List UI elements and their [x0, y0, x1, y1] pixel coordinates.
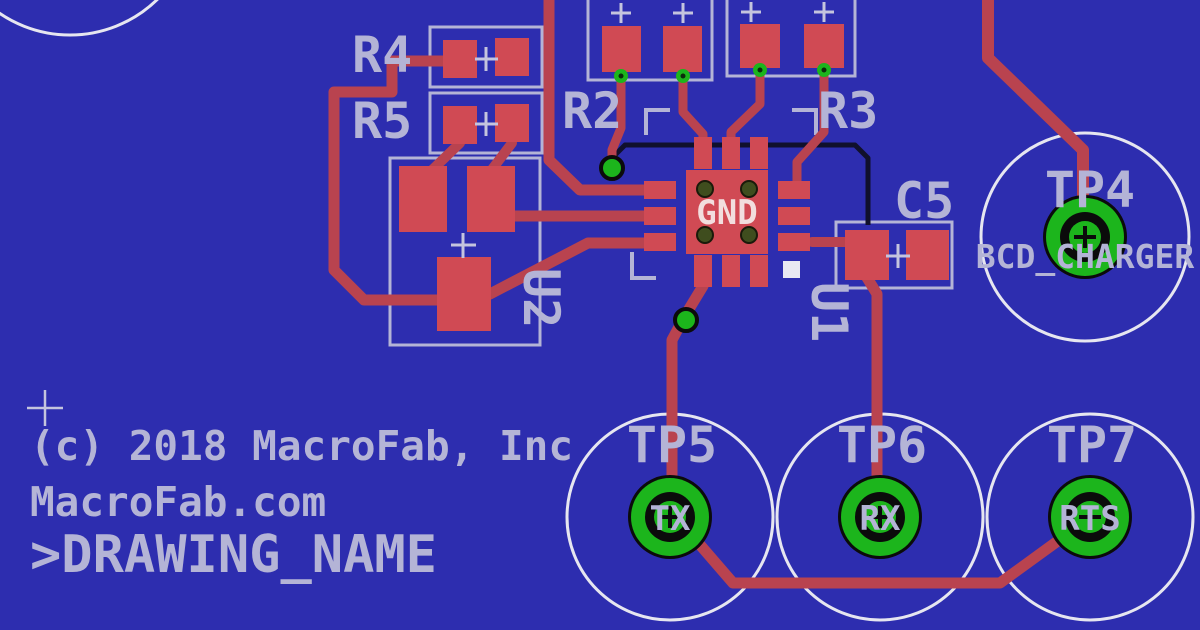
thermal-via	[696, 226, 714, 244]
testpoint-pads	[628, 195, 1132, 559]
vias	[599, 63, 831, 333]
copyright-text: (c) 2018 MacroFab, Inc	[30, 422, 573, 470]
trace-r3-u1-right	[792, 65, 829, 195]
tp-pad-cross	[1079, 506, 1101, 528]
r2-pad-cross1	[611, 3, 631, 23]
r4-pad1	[443, 40, 477, 78]
label-r4: R4	[352, 26, 412, 84]
thermal-via	[740, 180, 758, 198]
r3-pad-cross1	[741, 2, 761, 22]
drawing-name-text: >DRAWING_NAME	[30, 525, 437, 585]
u1-pad-bottom2	[722, 255, 740, 287]
u1-pad-right3	[778, 233, 810, 251]
r2-pad-cross2	[673, 3, 693, 23]
r2-pad1	[602, 26, 641, 72]
website-text: MacroFab.com	[30, 478, 326, 526]
label-r5: R5	[352, 92, 412, 150]
label-r3: R3	[818, 82, 878, 140]
origin-crosshair	[27, 390, 63, 426]
trace-top-tp4	[982, 0, 1089, 241]
c5-pad2	[906, 230, 949, 280]
r3-footprint-outline	[725, 0, 857, 78]
label-gnd: GND	[696, 193, 757, 233]
u1-pad-left1	[644, 181, 676, 199]
thermal-via	[696, 180, 714, 198]
u2-center-cross	[451, 233, 476, 258]
u1-pad-bottom3	[750, 255, 768, 287]
silk-cross-marks	[27, 2, 910, 426]
tp5-pad	[628, 475, 712, 559]
c5-outline	[834, 220, 954, 290]
u1-corner-mark-right	[792, 108, 818, 135]
drill-hole	[618, 73, 624, 79]
net-label-tx: TX	[650, 499, 691, 539]
u2-outline	[388, 156, 542, 347]
tp-pad-cross	[869, 506, 891, 528]
drill-hole	[680, 73, 686, 79]
r4-center-cross	[475, 47, 498, 71]
c5-center-cross	[886, 244, 910, 268]
label-tp7: TP7	[1047, 416, 1137, 474]
net-label-bcd-charger: BCD_CHARGER	[976, 237, 1195, 276]
label-u2: U2	[512, 268, 570, 328]
u2-pad2	[467, 166, 515, 232]
net-label-rx: RX	[860, 499, 901, 539]
u2-pad1	[399, 166, 447, 232]
u1-corner-mark-bottom	[630, 252, 656, 280]
r5-outline	[428, 91, 544, 155]
trace-bottom-tp7	[676, 513, 1094, 589]
drill-hole	[821, 67, 827, 73]
trace-u2-u1-left3	[484, 237, 652, 300]
u1-pad-right2	[778, 207, 810, 225]
net-label-rts: RTS	[1059, 499, 1120, 539]
tp4-pad	[1043, 195, 1127, 279]
tp7-circle	[985, 412, 1195, 622]
trace-r4-u2	[328, 55, 466, 306]
r2-pad2	[663, 26, 702, 72]
tp-pad-cross	[659, 506, 681, 528]
thermal-via	[740, 226, 758, 244]
tp4-circle	[979, 131, 1191, 343]
r5-pad2	[495, 104, 529, 142]
u1-pad-left3	[644, 233, 676, 251]
drill-hole	[757, 67, 763, 73]
u1-pad-bottom1	[694, 255, 712, 287]
u1-pad-top3	[750, 137, 768, 169]
r3-pad1	[740, 24, 780, 68]
silkscreen-labels: R4 R5 R2 R3 C5 U1 U2 GND TP4 TP5 TP6 TP7…	[30, 26, 1194, 585]
r3-pad2	[804, 24, 844, 68]
label-tp5: TP5	[627, 416, 717, 474]
via-green-left	[599, 155, 625, 181]
trace-c5-tp6	[860, 270, 883, 523]
r5-pad1	[443, 106, 477, 144]
label-u1: U1	[800, 282, 858, 342]
r4-pad2	[495, 38, 529, 76]
r3-pad-cross2	[814, 2, 834, 22]
u1-thermal-vias	[696, 180, 758, 244]
label-r2: R2	[562, 82, 622, 140]
testpoint-circle-topleft	[0, 0, 159, 37]
tp6-pad	[838, 475, 922, 559]
r2-footprint-outline	[586, 0, 714, 82]
u1-pad-right1	[778, 181, 810, 199]
r5-center-cross	[475, 112, 498, 136]
tp-pad-cross	[1074, 226, 1096, 248]
label-tp6: TP6	[837, 416, 927, 474]
u1-corner-mark-left	[644, 108, 670, 135]
u2-pad3	[437, 257, 491, 331]
u1-pad-top2	[722, 137, 740, 169]
tp7-pad	[1048, 475, 1132, 559]
via-green-bottom	[673, 307, 699, 333]
c5-pad1	[845, 230, 889, 280]
u1-pin1-marker	[783, 261, 800, 278]
u1-pad-left2	[644, 207, 676, 225]
label-tp4: TP4	[1045, 161, 1135, 219]
trace-top-u1-left1	[543, 0, 652, 196]
label-c5: C5	[894, 172, 954, 230]
u1-pad-top1	[694, 137, 712, 169]
